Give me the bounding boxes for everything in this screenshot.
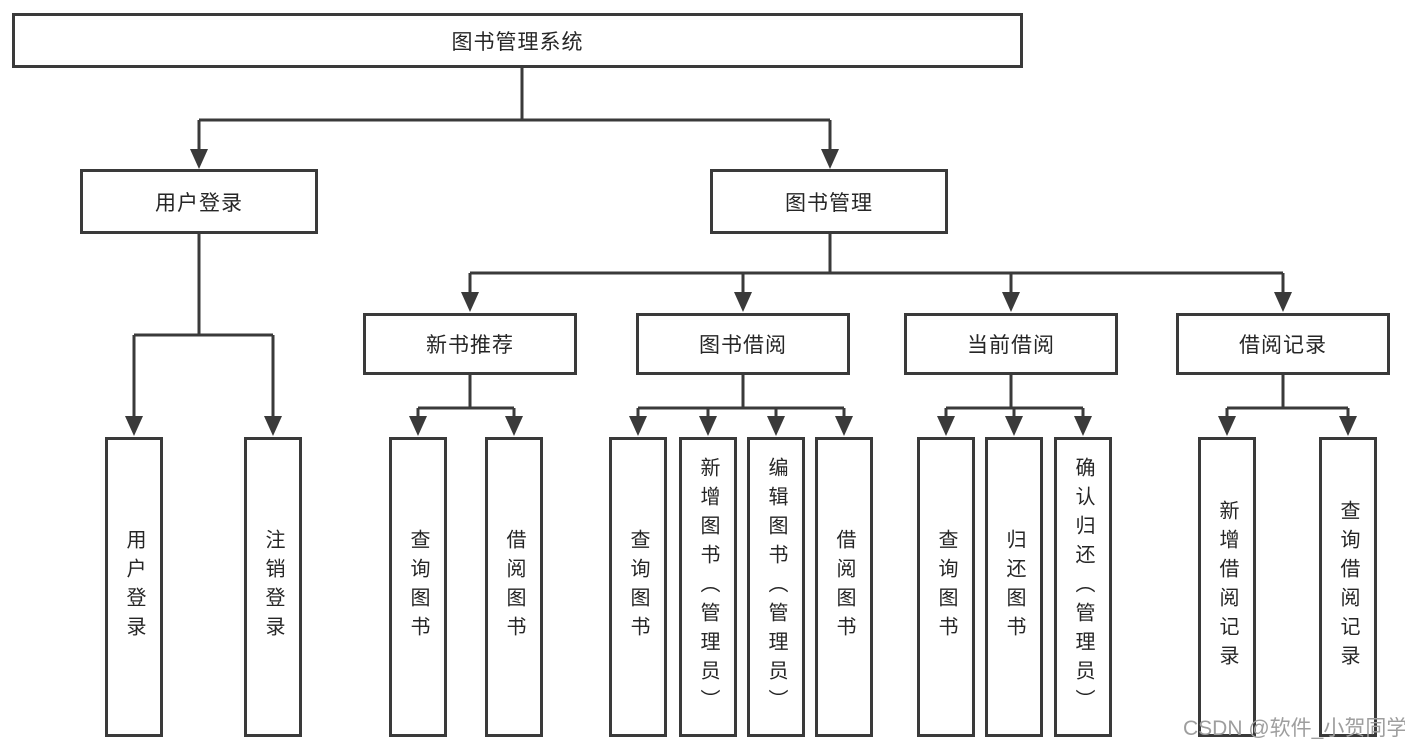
node-borrow-records: 借阅记录 xyxy=(1176,313,1390,375)
node-book-management: 图书管理 xyxy=(710,169,948,234)
leaf-current-query-books: 查询图书 xyxy=(917,437,975,737)
leaf-query-borrow-record: 查询借阅记录 xyxy=(1319,437,1377,737)
node-user-login: 用户登录 xyxy=(80,169,318,234)
leaf-confirm-return-admin: 确认归还（管理员） xyxy=(1054,437,1112,737)
csdn-watermark: CSDN @软件_小贺同学 xyxy=(1183,717,1405,740)
node-current-borrow: 当前借阅 xyxy=(904,313,1118,375)
leaf-borrow-query-books: 查询图书 xyxy=(609,437,667,737)
leaf-add-borrow-record: 新增借阅记录 xyxy=(1198,437,1256,737)
leaf-logout: 注销登录 xyxy=(244,437,302,737)
leaf-return-book: 归还图书 xyxy=(985,437,1043,737)
leaf-borrow-book: 借阅图书 xyxy=(815,437,873,737)
leaf-edit-book-admin: 编辑图书（管理员） xyxy=(747,437,805,737)
leaf-add-book-admin: 新增图书（管理员） xyxy=(679,437,737,737)
node-root: 图书管理系统 xyxy=(12,13,1023,68)
leaf-recommend-borrow-books: 借阅图书 xyxy=(485,437,543,737)
leaf-user-login: 用户登录 xyxy=(105,437,163,737)
leaf-recommend-query-books: 查询图书 xyxy=(389,437,447,737)
node-new-book-recommend: 新书推荐 xyxy=(363,313,577,375)
node-book-borrow: 图书借阅 xyxy=(636,313,850,375)
